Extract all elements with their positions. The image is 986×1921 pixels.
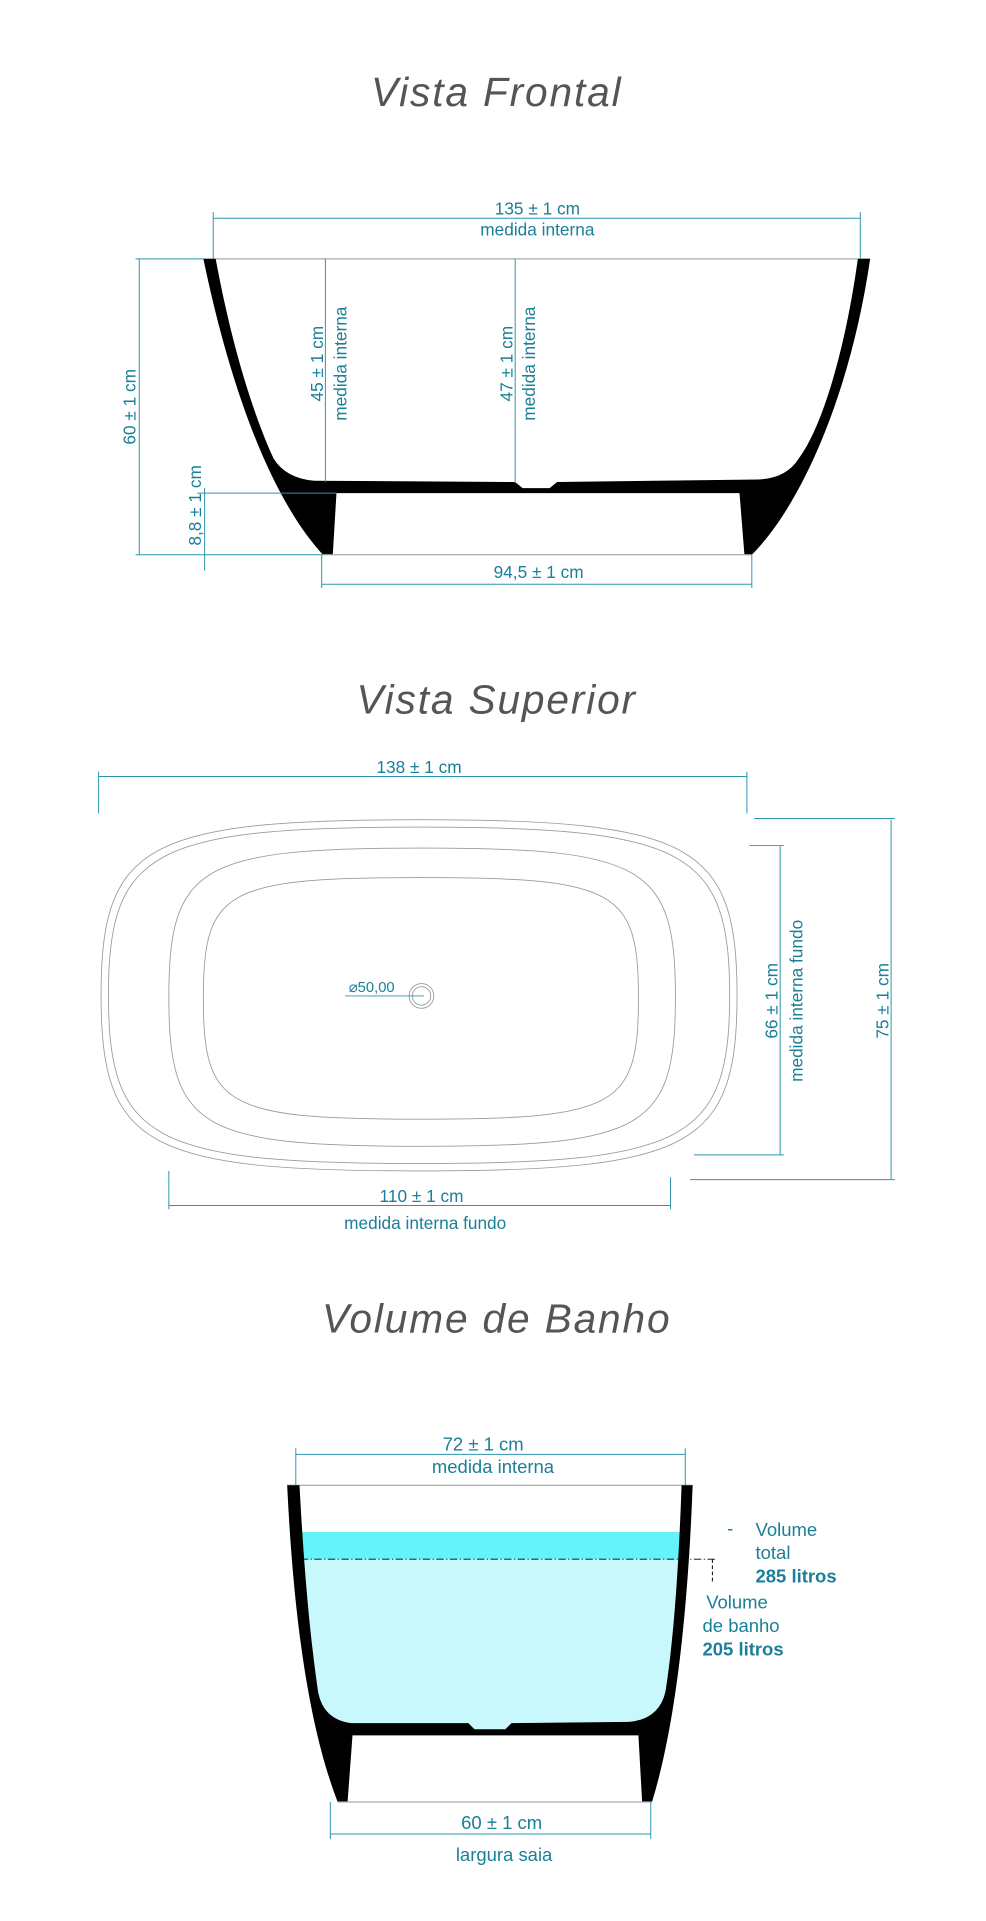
dimension-skirt-width: 60 ± 1 cm largura saia <box>329 1801 652 1865</box>
inner-rim-outline <box>108 826 731 1164</box>
vol-internal-width-label: medida interna <box>432 1456 555 1477</box>
base-width-value: 94,5 ± 1 cm <box>494 562 584 582</box>
drain-diameter: ⌀50,00 <box>349 980 395 996</box>
dimension-bottom-width: 66 ± 1 cm medida interna fundo <box>693 845 806 1156</box>
skirt-height-value: 8,8 ± 1 cm <box>185 465 205 545</box>
dimension-total-height: 60 ± 1 cm <box>120 258 323 556</box>
basin-outline <box>168 847 676 1147</box>
dimension-internal-width: 135 ± 1 cm medida interna <box>212 199 861 259</box>
bath-volume-callout: Volume de banho 205 litros <box>703 1591 784 1659</box>
bottom-outline <box>202 877 639 1120</box>
dimension-center-depth: 47 ± 1 cm medida interna <box>497 258 539 484</box>
top-view-title: Vista Superior <box>356 677 637 723</box>
bath-water <box>300 1532 681 1730</box>
bath-volume-line2: de banho <box>703 1615 780 1636</box>
internal-width-label: medida interna <box>480 219 595 239</box>
total-volume-line2: total <box>756 1542 791 1563</box>
front-view: Vista Frontal 135 ± 1 cm medida interna … <box>120 69 871 588</box>
dimension-skirt-height: 8,8 ± 1 cm <box>185 465 337 571</box>
dimension-vol-internal-width: 72 ± 1 cm medida interna <box>295 1434 686 1486</box>
vol-internal-width-value: 72 ± 1 cm <box>443 1434 524 1455</box>
dimension-side-depth: 45 ± 1 cm medida interna <box>307 258 350 482</box>
total-width-value: 75 ± 1 cm <box>873 963 893 1039</box>
bottom-length-value: 110 ± 1 cm <box>380 1186 464 1206</box>
top-view: Vista Superior ⌀50,00 138 ± 1 cm 66 ± 1 … <box>98 677 895 1233</box>
drain: ⌀50,00 <box>345 980 435 1009</box>
front-view-title: Vista Frontal <box>371 69 623 115</box>
center-depth-value: 47 ± 1 cm <box>497 326 517 402</box>
volume-view-title: Volume de Banho <box>322 1295 671 1341</box>
total-length-value: 138 ± 1 cm <box>376 757 461 777</box>
total-volume-line1: Volume <box>756 1519 818 1540</box>
total-volume-callout: - Volume total 285 litros <box>727 1518 836 1587</box>
bottom-width-label: medida interna fundo <box>786 920 806 1082</box>
bath-volume-value: 205 litros <box>703 1638 784 1659</box>
internal-width-value: 135 ± 1 cm <box>495 199 580 219</box>
skirt-width-label: largura saia <box>456 1844 553 1865</box>
center-depth-label: medida interna <box>519 306 539 421</box>
volume-view: Volume de Banho 72 ± 1 cm medida interna… <box>287 1295 837 1865</box>
bottom-width-value: 66 ± 1 cm <box>762 963 782 1039</box>
outer-rim-outline <box>100 819 738 1172</box>
tub-section <box>203 258 871 555</box>
side-depth-label: medida interna <box>330 306 350 421</box>
dimension-total-width: 75 ± 1 cm <box>690 817 895 1181</box>
total-height-value: 60 ± 1 cm <box>120 369 140 445</box>
bottom-length-label: medida interna fundo <box>344 1213 506 1233</box>
dimension-base-width: 94,5 ± 1 cm <box>321 554 753 588</box>
dimension-bottom-length: 110 ± 1 cm medida interna fundo <box>168 1170 671 1233</box>
skirt-width-value: 60 ± 1 cm <box>461 1812 542 1833</box>
extra-water-band <box>298 1532 683 1560</box>
vol-tub-section <box>287 1485 693 1802</box>
side-depth-value: 45 ± 1 cm <box>307 326 327 402</box>
dimension-total-length: 138 ± 1 cm <box>98 757 748 814</box>
bath-volume-line1: Volume <box>706 1591 768 1612</box>
total-volume-dash: - <box>727 1518 733 1539</box>
total-volume-value: 285 litros <box>756 1566 837 1587</box>
